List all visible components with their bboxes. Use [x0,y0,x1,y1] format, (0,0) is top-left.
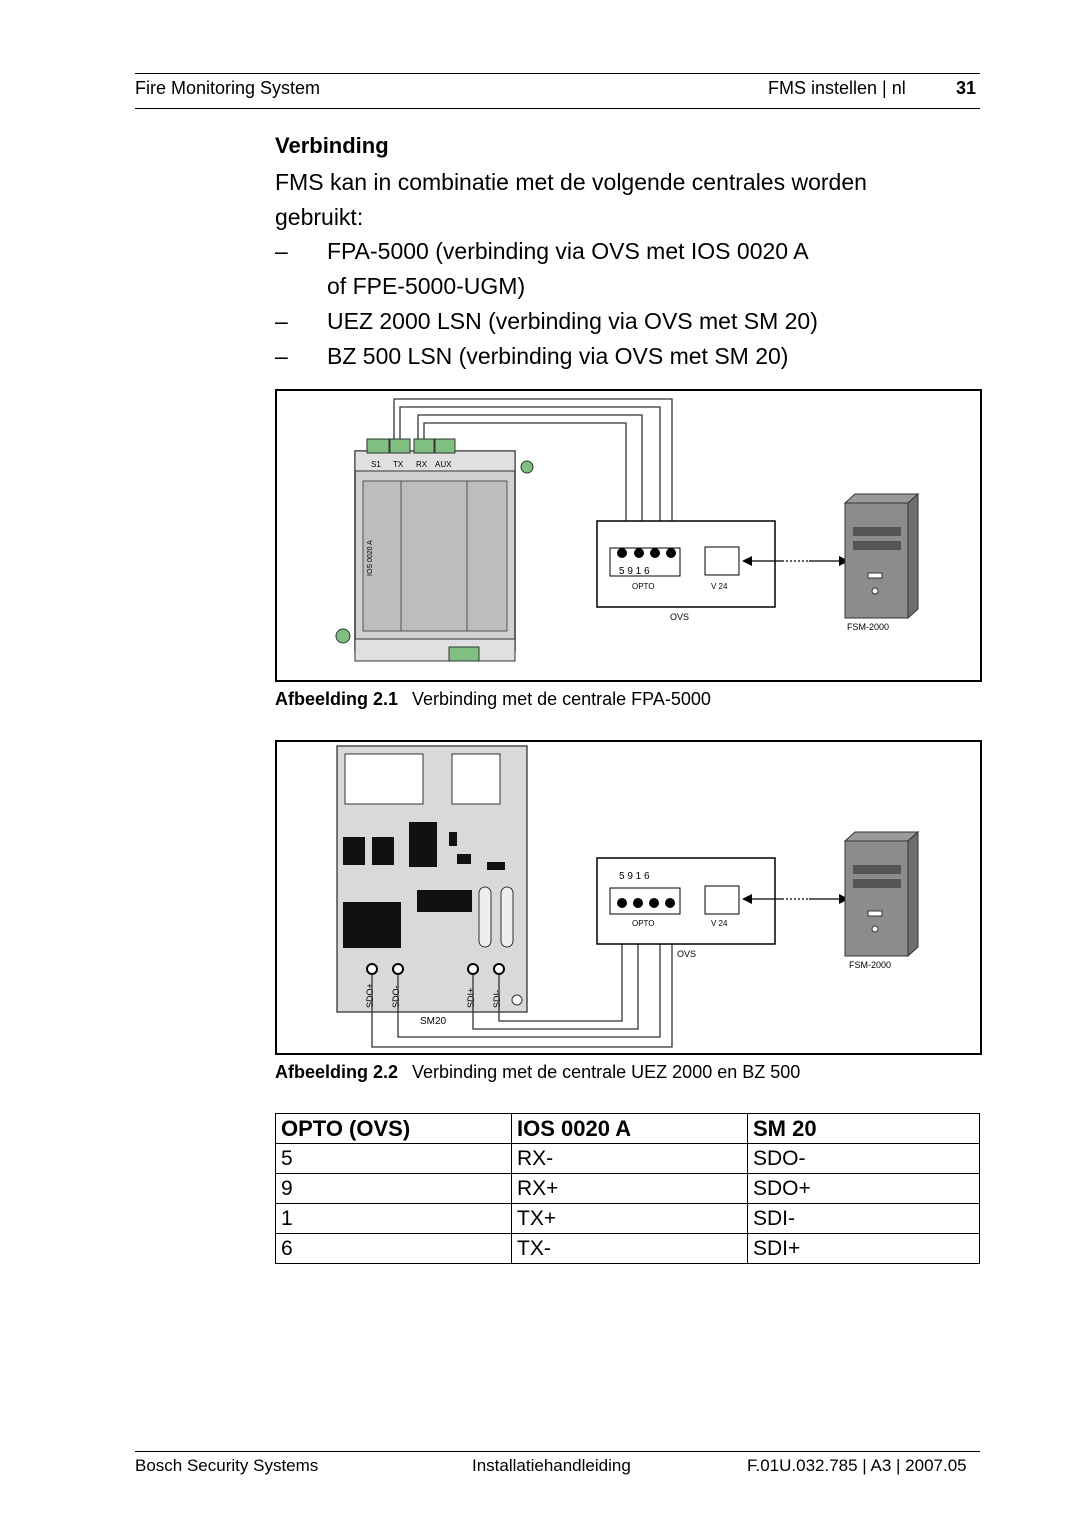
pin-mapping-table: OPTO (OVS) IOS 0020 A SM 20 5 RX- SDO- 9… [275,1113,980,1264]
table-row: 5 RX- SDO- [275,1143,980,1174]
header-rule-bottom [135,108,980,109]
list-item-fpa-line2: of FPE-5000-UGM) [327,273,526,299]
terminal-sdi-minus: SDI- [492,990,502,1008]
figure-uez-bz: SDO+ SDO- SDI+ SDI- SM20 5 9 1 6 OPTO V … [275,740,982,1055]
table-cell: 9 [275,1173,512,1204]
header-rule-top [135,73,980,74]
terminal-tx [389,438,411,454]
v24-label: V 24 [711,582,728,591]
computer-label: FSM-2000 [849,960,891,970]
terminal-label: S1 [371,460,381,469]
figure-fpa-5000: S1 TX RX AUX IOS 0020 A 5 9 1 6 OPTO V 2… [275,389,982,682]
list-dash: – [275,308,288,334]
opto-label: OPTO [632,919,655,928]
list-item-fpa-line1: FPA-5000 (verbinding via OVS met IOS 002… [327,238,809,264]
list-item-bz: BZ 500 LSN (verbinding via OVS met SM 20… [327,343,789,369]
terminal-s1 [366,438,390,454]
table-cell: SDO+ [747,1173,980,1204]
opto-pins: 5 9 1 6 [619,871,650,882]
intro-paragraph: FMS kan in combinatie met de volgende ce… [275,169,867,230]
terminal-label: RX [416,460,428,469]
list-item-uez: UEZ 2000 LSN (verbinding via OVS met SM … [327,308,818,334]
list-dash: – [275,238,288,264]
board-label: SM20 [420,1016,447,1027]
figure2-caption: Afbeelding 2.2 Verbinding met de centrale… [275,1062,800,1083]
figure1-caption-label: Afbeelding 2.1 [275,689,399,709]
table-cell: RX+ [511,1173,748,1204]
terminal-rx [413,438,435,454]
figure-fpa-5000-drawing: S1 TX RX AUX IOS 0020 A 5 9 1 6 OPTO V 2… [335,398,920,662]
table-cell: TX+ [511,1203,748,1234]
v24-connector [704,546,740,576]
section-title: Verbinding [275,133,389,158]
terminal-label: AUX [435,460,452,469]
terminal-label: TX [393,460,404,469]
table-cell: RX- [511,1143,748,1174]
table-cell: SDI- [747,1203,980,1234]
column-header-ios: IOS 0020 A [511,1113,748,1144]
module-label: IOS 0020 A [367,540,374,576]
table-cell: SDI+ [747,1233,980,1264]
footer-rule [135,1451,980,1452]
table-cell: SDO- [747,1143,980,1174]
figure1-caption: Afbeelding 2.1 Verbinding met de centrale… [275,689,711,710]
opto-pins: 5 9 1 6 [619,566,650,577]
figure2-caption-text: Verbinding met de centrale UEZ 2000 en B… [412,1062,801,1082]
table-row: 1 TX+ SDI- [275,1203,980,1234]
column-header-opto: OPTO (OVS) [275,1113,512,1144]
header-section: FMS instellen | nl [768,78,906,98]
ovs-label: OVS [677,949,696,959]
computer-label: FSM-2000 [847,622,889,632]
column-header-sm20: SM 20 [747,1113,980,1144]
figure1-caption-text: Verbinding met de centrale FPA-5000 [412,689,711,709]
figure-uez-bz-drawing: SDO+ SDO- SDI+ SDI- SM20 5 9 1 6 OPTO V … [336,745,920,1048]
fsm-2000-computer [844,840,909,957]
table-row: 6 TX- SDI+ [275,1233,980,1264]
table-row: 9 RX+ SDO+ [275,1173,980,1204]
table-cell: 1 [275,1203,512,1234]
fsm-2000-computer [844,502,909,619]
page-number: 31 [956,78,977,98]
v24-connector [704,885,740,915]
opto-label: OPTO [632,582,655,591]
figure2-caption-label: Afbeelding 2.2 [275,1062,399,1082]
terminal-aux [434,438,456,454]
header-title: Fire Monitoring System [135,78,321,98]
ios-module-panel [362,480,508,632]
list-dash: – [275,343,288,369]
ovs-label: OVS [670,612,689,622]
terminal-sdo-plus: SDO+ [365,983,375,1008]
table-cell: TX- [511,1233,748,1264]
footer-doc-id: F.01U.032.785 | A3 | 2007.05 [747,1456,967,1475]
table-cell: 5 [275,1143,512,1174]
v24-label: V 24 [711,919,728,928]
footer-company: Bosch Security Systems [135,1456,319,1475]
footer-doc-type: Installatiehandleiding [472,1456,631,1475]
terminal-sdo-minus: SDO- [391,985,401,1008]
table-cell: 6 [275,1233,512,1264]
table-header-row: OPTO (OVS) IOS 0020 A SM 20 [275,1113,980,1144]
terminal-sdi-plus: SDI+ [466,988,476,1008]
